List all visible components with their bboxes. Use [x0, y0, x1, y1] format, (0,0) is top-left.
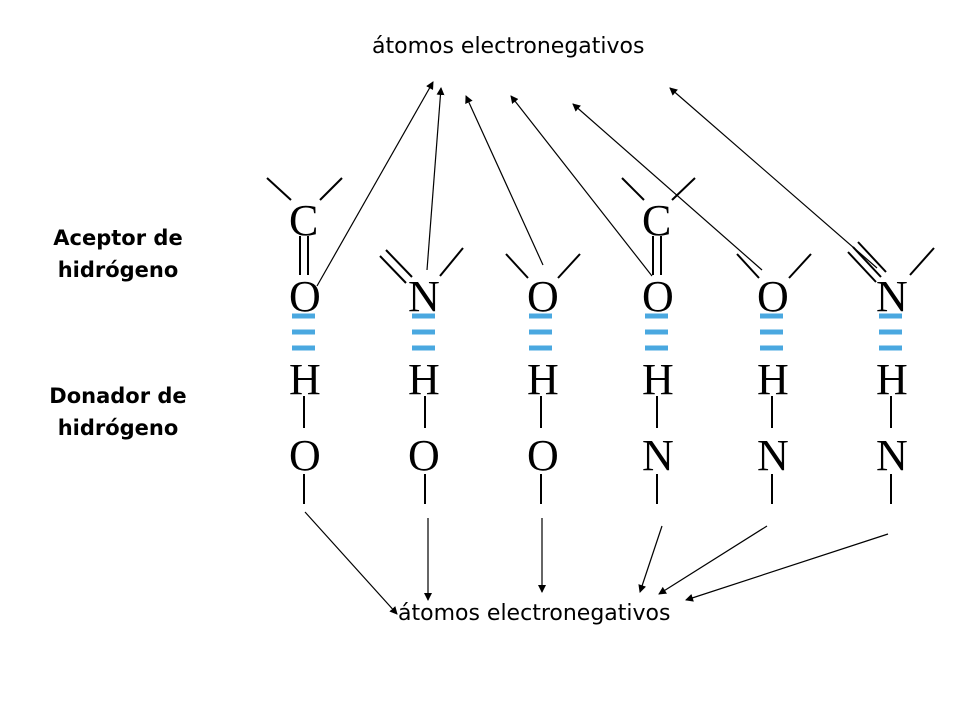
- hydrogen-bonds: [292, 313, 902, 351]
- bottom-label: átomos electronegativos: [398, 601, 671, 626]
- col1-hydrogen-atom: H: [289, 355, 321, 404]
- donor-label-line-2: hidrógeno: [57, 416, 179, 440]
- col6-hydrogen-atom: H: [876, 355, 908, 404]
- col1-top-atom: C: [289, 196, 319, 245]
- col4-hydrogen-atom: H: [642, 355, 674, 404]
- col5-o-left-bond: [736, 253, 760, 279]
- col3-acceptor-atom: O: [527, 272, 559, 321]
- col6-n-right-bond: [909, 247, 935, 276]
- covalent-bonds: [266, 177, 935, 504]
- col6-n-left-triple-b: [852, 246, 882, 278]
- col1-c-left-bond: [266, 177, 292, 201]
- col2-n-left-double-a: [379, 255, 407, 284]
- arrow-top-col6: [669, 87, 878, 269]
- arrow-bottom-col4: [638, 525, 663, 593]
- arrows-to-top: [316, 81, 878, 287]
- col6-n-left-triple-c: [857, 241, 887, 273]
- acceptor-label-line-1: Aceptor de: [53, 226, 183, 250]
- col4-top-atom: C: [642, 196, 672, 245]
- col5-hydrogen-bond: [760, 313, 783, 351]
- acceptor-label: Aceptor de hidrógeno: [28, 222, 208, 286]
- arrow-top-col1: [316, 81, 434, 287]
- arrow-top-col5: [572, 103, 763, 271]
- col5-o-right-bond: [788, 253, 812, 279]
- arrow-bottom-col1: [304, 511, 398, 615]
- col5-acceptor-atom: O: [757, 272, 789, 321]
- col3-donor-atom: O: [527, 431, 559, 480]
- arrow-bottom-col6: [685, 533, 889, 602]
- col4-acceptor-atom: O: [642, 272, 674, 321]
- col6-hydrogen-bond: [879, 313, 902, 351]
- col1-donor-atom: O: [289, 431, 321, 480]
- col2-donor-atom: O: [408, 431, 440, 480]
- arrows-to-bottom: [304, 511, 889, 615]
- col3-o-left-bond: [505, 253, 529, 279]
- col1-acceptor-atom: O: [289, 272, 321, 321]
- col4-donor-atom: N: [642, 431, 674, 480]
- col1-c-right-bond: [319, 177, 343, 201]
- col2-n-right-bond: [439, 247, 464, 277]
- col2-hydrogen-bond: [412, 313, 435, 351]
- col6-donor-atom: N: [876, 431, 908, 480]
- col4-hydrogen-bond: [645, 313, 668, 351]
- col2-acceptor-atom: N: [408, 272, 440, 321]
- donor-label-line-1: Donador de: [49, 384, 187, 408]
- arrow-top-col2: [426, 87, 445, 271]
- top-label: átomos electronegativos: [372, 34, 645, 59]
- arrow-top-col3: [465, 95, 544, 266]
- donor-label: Donador de hidrógeno: [28, 380, 208, 444]
- col6-acceptor-atom: N: [876, 272, 908, 321]
- col2-hydrogen-atom: H: [408, 355, 440, 404]
- acceptor-label-line-2: hidrógeno: [57, 258, 179, 282]
- col3-hydrogen-bond: [529, 313, 552, 351]
- col4-c-right-bond: [671, 177, 696, 201]
- col3-hydrogen-atom: H: [527, 355, 559, 404]
- arrow-bottom-col5: [658, 525, 768, 595]
- col2-n-left-double-b: [385, 249, 413, 278]
- col5-donor-atom: N: [757, 431, 789, 480]
- col6-n-left-triple-a: [847, 251, 877, 283]
- col4-c-left-bond: [621, 177, 645, 201]
- arrow-top-col4: [510, 95, 653, 277]
- col1-hydrogen-bond: [292, 313, 315, 351]
- col3-o-right-bond: [557, 253, 581, 279]
- col5-hydrogen-atom: H: [757, 355, 789, 404]
